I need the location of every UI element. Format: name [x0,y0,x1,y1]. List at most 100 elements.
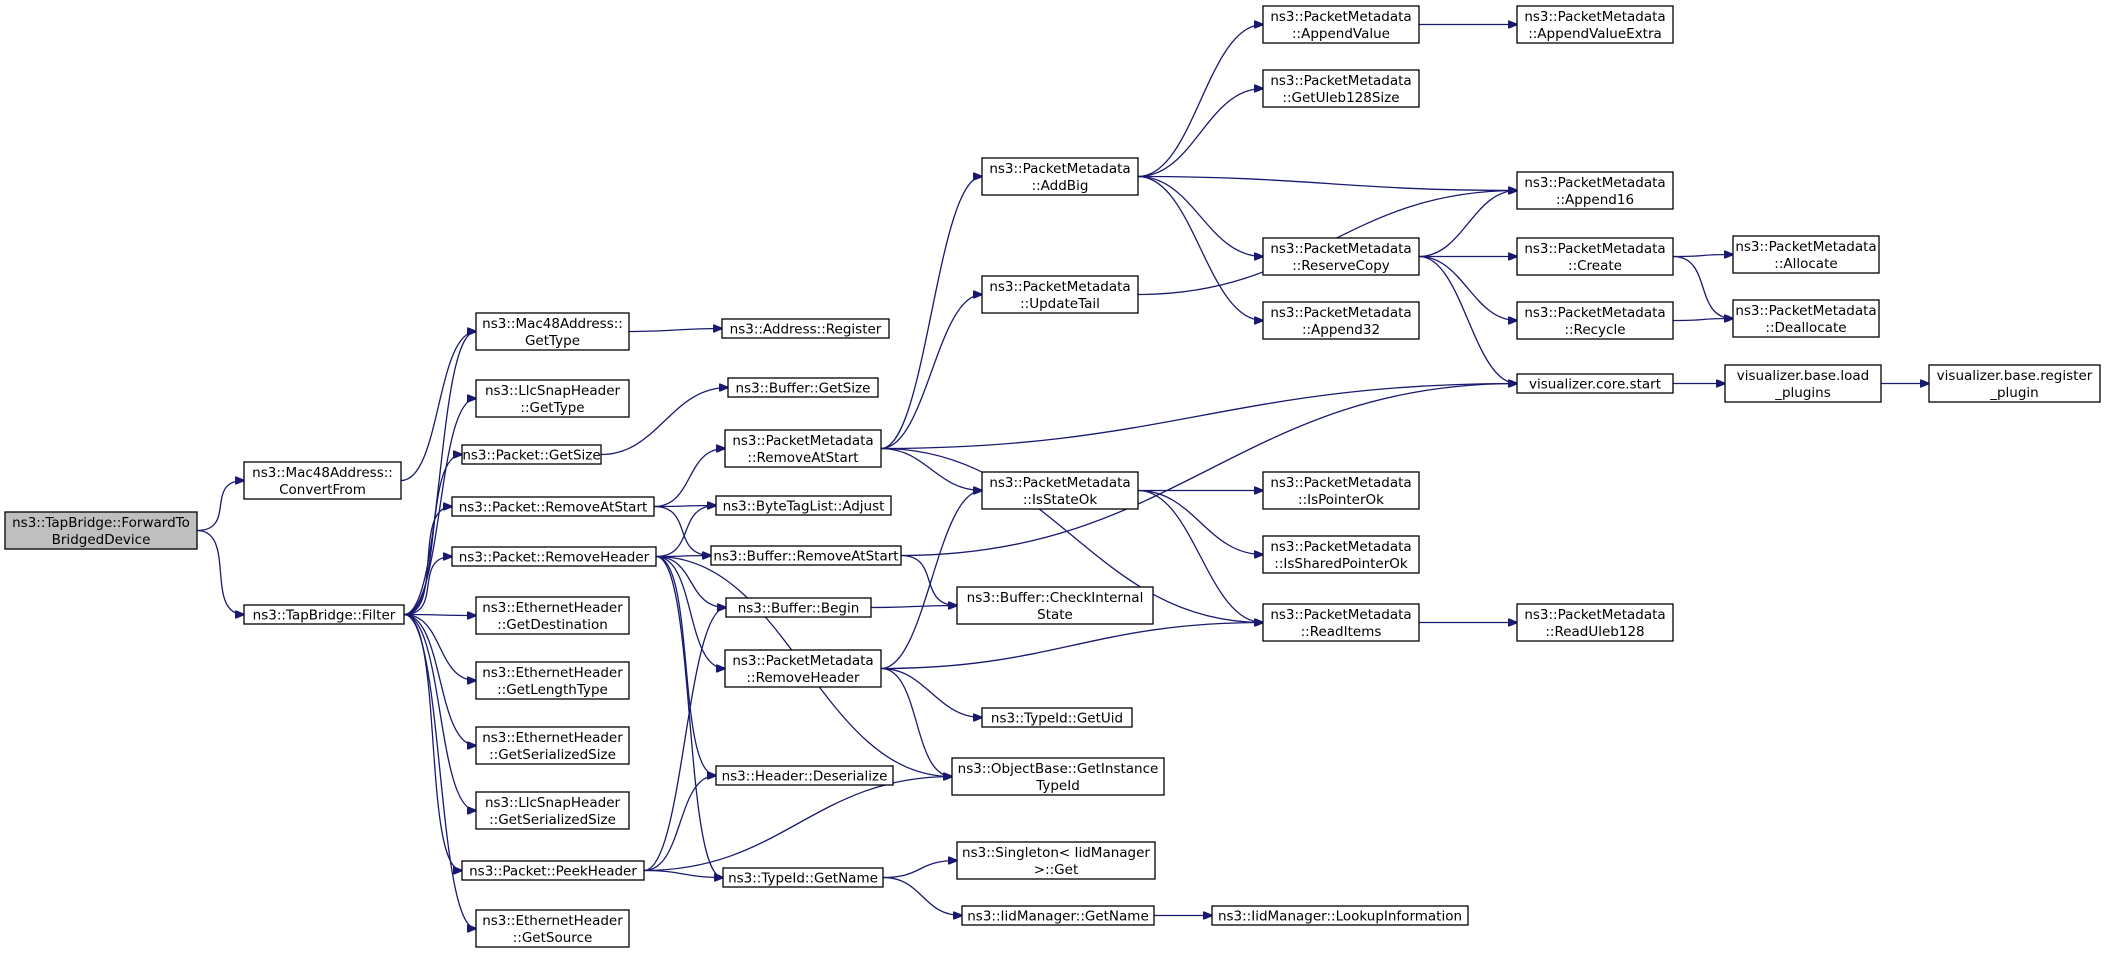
node-pkt-removeheader[interactable]: ns3::Packet::RemoveHeader [451,546,657,567]
node-pm-deallocate[interactable]: ns3::PacketMetadata::Deallocate [1732,299,1880,338]
node-pm-reservecopy[interactable]: ns3::PacketMetadata::ReserveCopy [1262,237,1420,276]
node-buf-getsize[interactable]: ns3::Buffer::GetSize [727,377,879,398]
edge-buf_removeatstart-to-buf_checkinternal [900,554,957,606]
node-box [475,312,630,351]
node-hdr-deserialize[interactable]: ns3::Header::Deserialize [715,765,894,786]
node-label-line: ns3::PacketMetadata [989,475,1130,491]
edge-pm_reservecopy-to-pm_recycle [1418,255,1517,321]
node-label-line: ns3::EthernetHeader [482,665,623,681]
node-box [1211,905,1469,926]
node-label-line: ns3::PacketMetadata [1270,9,1411,25]
edge-pm_removeatstart-to-vis_core_start [880,384,1517,450]
node-box [461,860,645,881]
node-vis-base-load[interactable]: visualizer.base.load_plugins [1724,364,1882,403]
node-pm-recycle[interactable]: ns3::PacketMetadata::Recycle [1516,301,1674,340]
node-label-line: ns3::IidManager::GetName [967,909,1149,925]
edge-forward-to-filter [196,529,244,615]
edge-pm_reservecopy-to-pm_append16 [1418,191,1517,258]
edge-pkt_peekheader-to-typeid_getname [643,869,723,878]
node-pkt-getsize[interactable]: ns3::Packet::GetSize [461,444,602,465]
node-box [4,511,198,550]
node-buf-begin[interactable]: ns3::Buffer::Begin [725,597,872,618]
node-box [461,444,602,465]
node-eth-getlentype[interactable]: ns3::EthernetHeader::GetLengthType [475,661,630,700]
node-buf-removeatstart[interactable]: ns3::Buffer::RemoveAtStart [710,545,902,566]
edge-buf_begin-to-buf_checkinternal [870,606,957,608]
edge-forward-to-convert [196,481,244,532]
node-label-line: ::IsSharedPointerOk [1274,556,1408,572]
node-typeid-getname[interactable]: ns3::TypeId::GetName [722,867,884,888]
node-pm-removeheader[interactable]: ns3::PacketMetadata::RemoveHeader [724,649,882,688]
node-pm-create[interactable]: ns3::PacketMetadata::Create [1516,237,1674,276]
node-vis-core-start[interactable]: visualizer.core.start [1516,373,1674,394]
node-pkt-peekheader[interactable]: ns3::Packet::PeekHeader [461,860,645,881]
node-llc-getsersize[interactable]: ns3::LlcSnapHeader::GetSerializedSize [475,791,630,830]
node-label-line: ns3::PacketMetadata [1524,305,1665,321]
edge-pm_recycle-to-pm_deallocate [1672,319,1733,321]
node-bytetag-adjust[interactable]: ns3::ByteTagList::Adjust [715,495,892,516]
node-pm-readuleb[interactable]: ns3::PacketMetadata::ReadUleb128 [1516,603,1674,642]
edge-pkt_removeheader-to-typeid_getname [655,555,723,878]
node-box [724,649,882,688]
node-box [715,765,894,786]
node-eth-getsersize[interactable]: ns3::EthernetHeader::GetSerializedSize [475,726,630,765]
node-typeid-getuid[interactable]: ns3::TypeId::GetUid [981,707,1133,728]
node-singleton-get[interactable]: ns3::Singleton< IidManager>::Get [956,841,1156,880]
node-pm-issharedptrok[interactable]: ns3::PacketMetadata::IsSharedPointerOk [1262,535,1420,574]
node-pm-addbig[interactable]: ns3::PacketMetadata::AddBig [981,157,1139,196]
node-box [956,841,1156,880]
node-pkt-removeatstart[interactable]: ns3::Packet::RemoveAtStart [451,496,655,517]
node-iid-getname[interactable]: ns3::IidManager::GetName [961,905,1155,926]
node-pm-appendvalueextra[interactable]: ns3::PacketMetadata::AppendValueExtra [1516,5,1674,44]
node-box [721,318,890,339]
node-pm-isstateok[interactable]: ns3::PacketMetadata::IsStateOk [981,471,1139,510]
edge-pm_addbig-to-pm_getuleb [1137,89,1263,178]
node-box [451,496,655,517]
edge-pm_isstateok-to-pm_readitems [1137,489,1263,623]
node-label-line: ::GetUleb128Size [1282,90,1399,106]
node-box [1262,69,1420,108]
node-vis-base-register[interactable]: visualizer.base.register_plugin [1928,364,2101,403]
edge-filter-to-eth_getdest [403,615,476,616]
node-llc-gettype[interactable]: ns3::LlcSnapHeader::GetType [475,379,630,418]
node-label-line: ns3::Mac48Address:: [252,465,393,481]
node-box [1516,301,1674,340]
node-label-line: ::ReadUleb128 [1545,624,1644,640]
node-label-line: ::AppendValue [1292,26,1390,42]
node-label-line: visualizer.base.register [1937,368,2093,384]
node-pm-append16[interactable]: ns3::PacketMetadata::Append16 [1516,171,1674,210]
node-pm-append32[interactable]: ns3::PacketMetadata::Append32 [1262,301,1420,340]
node-mac-gettype[interactable]: ns3::Mac48Address::GetType [475,312,630,351]
node-filter[interactable]: ns3::TapBridge::Filter [243,604,405,625]
node-box [1928,364,2101,403]
node-box [725,597,872,618]
node-pm-updatetail[interactable]: ns3::PacketMetadata::UpdateTail [981,275,1139,314]
node-pm-removeatstart[interactable]: ns3::PacketMetadata::RemoveAtStart [724,429,882,468]
node-eth-getdest[interactable]: ns3::EthernetHeader::GetDestination [475,596,630,635]
node-label-line: ::UpdateTail [1020,296,1100,312]
edge-pm_addbig-to-pm_append16 [1137,175,1517,191]
node-label-line: ns3::TypeId::GetUid [991,711,1123,727]
node-pm-allocate[interactable]: ns3::PacketMetadata::Allocate [1732,235,1880,274]
node-label-line: ::Deallocate [1765,320,1846,336]
node-pm-getuleb[interactable]: ns3::PacketMetadata::GetUleb128Size [1262,69,1420,108]
node-label-line: TypeId [1035,778,1080,794]
node-addr-register[interactable]: ns3::Address::Register [721,318,890,339]
node-pm-ispointerok[interactable]: ns3::PacketMetadata::IsPointerOk [1262,471,1420,510]
function-nodes: ns3::TapBridge::ForwardToBridgedDevicens… [4,5,2101,948]
node-box [475,379,630,418]
node-iid-lookup[interactable]: ns3::IidManager::LookupInformation [1211,905,1469,926]
node-pm-readitems[interactable]: ns3::PacketMetadata::ReadItems [1262,603,1420,642]
node-eth-getsource[interactable]: ns3::EthernetHeader::GetSource [475,909,630,948]
node-label-line: ns3::PacketMetadata [1524,9,1665,25]
edge-pm_isstateok-to-pm_issharedptrok [1137,489,1263,555]
node-convert[interactable]: ns3::Mac48Address::ConvertFrom [243,461,402,500]
node-label-line: visualizer.base.load [1737,368,1869,384]
node-label-line: ns3::Header::Deserialize [722,769,888,785]
edge-mac_gettype-to-addr_register [628,329,722,332]
edge-pkt_peekheader-to-hdr_deserialize [643,776,716,872]
node-pm-appendvalue[interactable]: ns3::PacketMetadata::AppendValue [1262,5,1420,44]
